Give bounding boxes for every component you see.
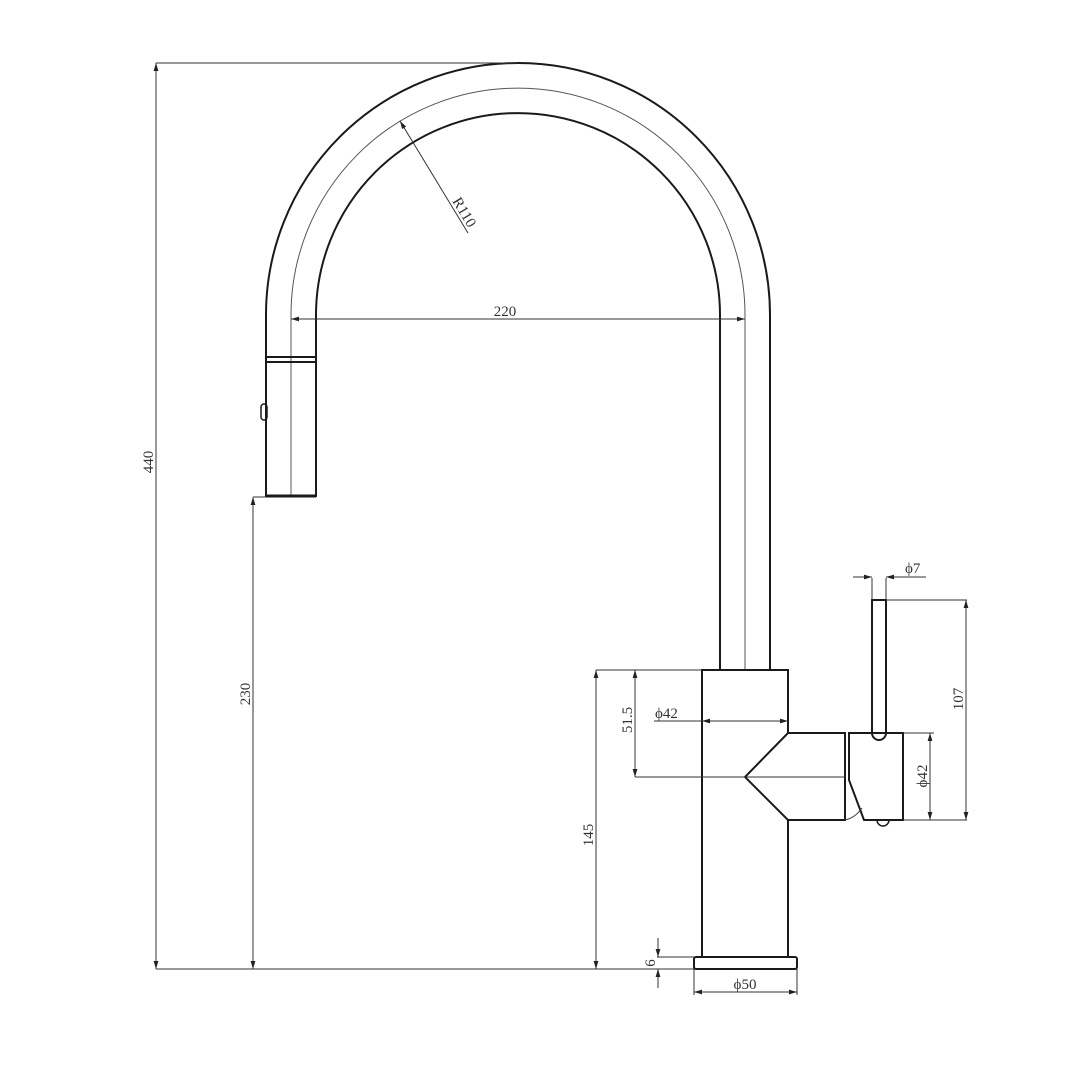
dim-outlet-height: 230 <box>238 496 266 969</box>
dim-label-440: 440 <box>141 451 157 474</box>
dim-label-51-5: 51.5 <box>620 707 636 733</box>
base-plate <box>693 956 798 970</box>
dim-label-phi50: ϕ50 <box>734 977 757 993</box>
dim-spout-radius: R110 <box>399 120 479 234</box>
spout-outer-edge <box>265 62 771 670</box>
spray-head <box>260 356 316 498</box>
dim-lever-offset: 51.5 <box>620 670 845 778</box>
dim-label-body-phi42: ϕ42 <box>655 706 678 722</box>
dim-label-6: 6 <box>643 959 659 967</box>
spout-inner-edge <box>315 112 721 670</box>
dim-label-230: 230 <box>238 683 254 706</box>
dim-spout-reach: 220 <box>291 304 745 322</box>
dim-lever-body-diameter: ϕ42 <box>903 732 934 820</box>
dim-label-107: 107 <box>951 687 967 710</box>
dim-body-diameter: ϕ42 <box>654 706 788 724</box>
dim-lever-handle-diameter: ϕ7 <box>853 561 926 600</box>
dim-label-lever-phi42: ϕ42 <box>915 765 931 788</box>
dim-base-thickness: 6 <box>643 938 694 988</box>
spout-centerline <box>290 87 746 670</box>
dim-label-145: 145 <box>581 824 597 847</box>
dim-overall-height: 440 <box>141 62 694 970</box>
faucet-body <box>693 599 904 970</box>
lever-handle <box>871 599 887 741</box>
dim-lever-axis-height: 145 <box>581 669 702 969</box>
spout <box>265 62 771 670</box>
dim-lever-handle-height: 107 <box>886 599 969 821</box>
dim-base-diameter: ϕ50 <box>693 969 798 995</box>
spray-button-icon <box>260 403 268 421</box>
dim-label-phi7: ϕ7 <box>905 561 921 577</box>
dim-label-220: 220 <box>494 304 517 320</box>
dim-label-r110: R110 <box>449 195 479 231</box>
